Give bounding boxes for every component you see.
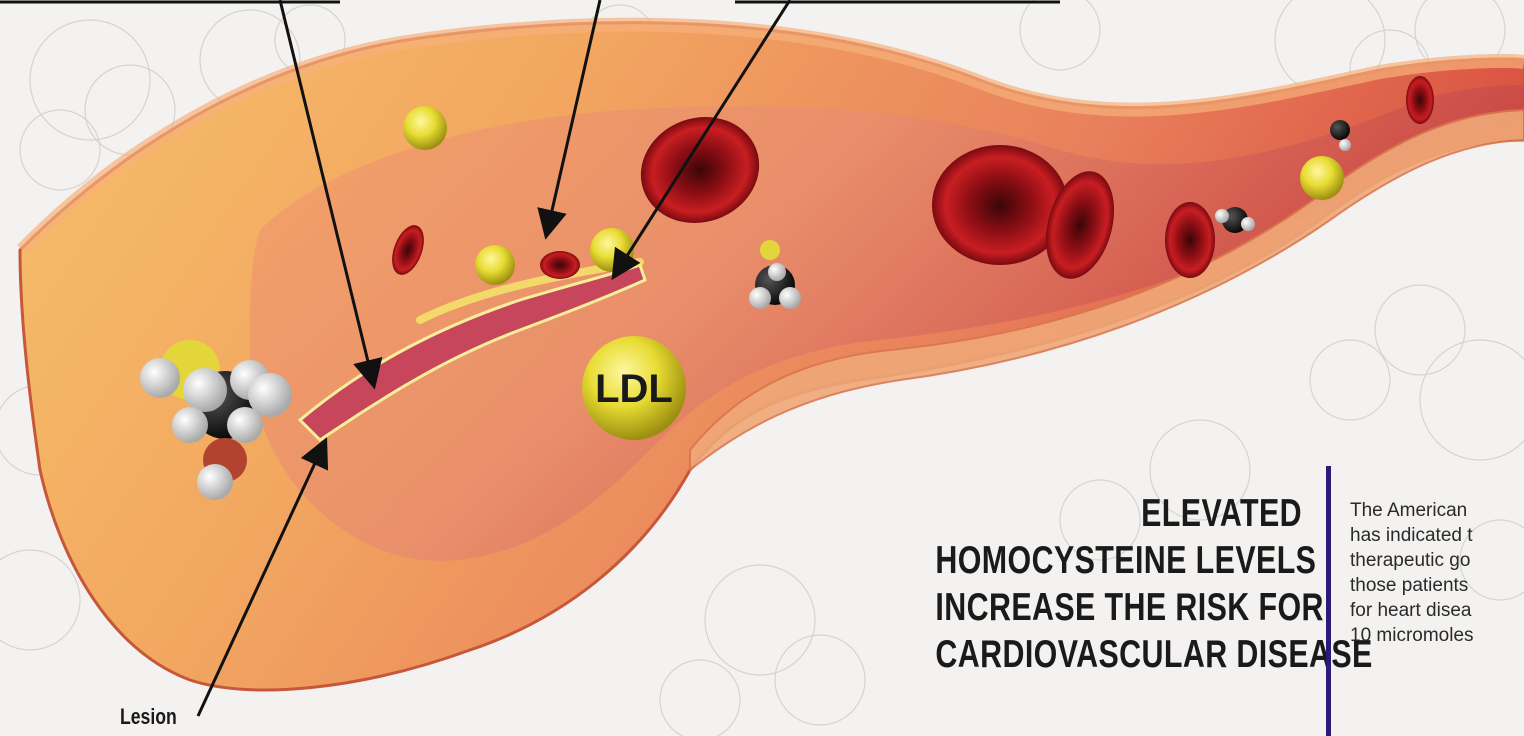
side-text-line: The American: [1350, 498, 1524, 523]
ldl-particle: [590, 228, 634, 272]
headline-line: ELEVATED: [935, 490, 1302, 537]
headline-line: HOMOCYSTEINE LEVELS: [935, 537, 1302, 584]
ldl-particle: [403, 106, 447, 150]
ldl-particle: [475, 245, 515, 285]
divider-bar: [1326, 466, 1331, 736]
blood-cell: [540, 251, 580, 279]
side-text-line: those patients: [1350, 573, 1524, 598]
side-text-line: has indicated t: [1350, 523, 1524, 548]
blood-cell: [1406, 76, 1434, 124]
ldl-label: LDL: [595, 367, 673, 411]
side-text-line: therapeutic go: [1350, 548, 1524, 573]
headline-line: CARDIOVASCULAR DISEASE: [935, 631, 1302, 678]
headline-line: INCREASE THE RISK FOR: [935, 584, 1302, 631]
side-text-line: for heart disea: [1350, 598, 1524, 623]
headline: ELEVATED HOMOCYSTEINE LEVELS INCREASE TH…: [935, 490, 1302, 678]
ldl-particle: [1300, 156, 1344, 200]
lesion-label: Lesion: [120, 704, 177, 730]
side-text: The American has indicated t therapeutic…: [1350, 498, 1524, 648]
blood-cell: [1165, 202, 1215, 278]
side-text-line: 10 micromoles: [1350, 623, 1524, 648]
